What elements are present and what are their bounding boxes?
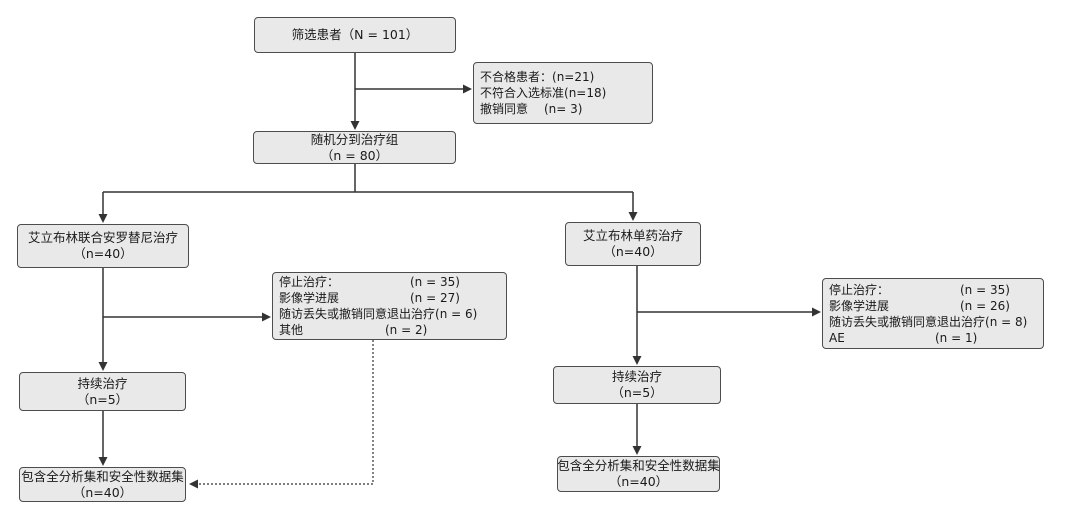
arrowhead-down-icon xyxy=(632,356,642,365)
discontinued-row-value: (n = 6) xyxy=(435,307,478,321)
box-arm-mono-n: （n=40） xyxy=(603,244,663,259)
box-analysis-combo-label: 包含全分析集和安全性数据集 xyxy=(21,468,184,484)
discontinued-row-label: 随访丢失或撤销同意退出治疗 xyxy=(279,307,436,321)
arrowhead-down-icon xyxy=(98,362,108,371)
excluded-row: 撤销同意 (n= 3) xyxy=(480,101,646,117)
discontinued-row: AE (n = 1) xyxy=(829,330,1037,346)
arrowhead-down-icon xyxy=(628,212,638,221)
box-analysis-set-monotherapy: 包含全分析集和安全性数据集 （n=40） xyxy=(557,456,720,492)
box-arm-monotherapy: 艾立布林单药治疗 （n=40） xyxy=(565,222,701,266)
box-discontinued-monotherapy: 停止治疗： (n = 35) 影像学进展 (n = 26) 随访丢失或撤销同意退… xyxy=(822,278,1044,349)
box-cont-combo-label: 持续治疗 xyxy=(77,375,128,391)
excluded-row-label: 不符合入选标准 xyxy=(480,86,565,100)
arrowhead-left-icon xyxy=(189,479,198,489)
excluded-row: 不合格患者： (n=21) xyxy=(480,69,646,85)
arrowhead-right-icon xyxy=(463,84,472,94)
box-analysis-mono-label: 包含全分析集和安全性数据集 xyxy=(557,458,720,473)
discontinued-row-label: 影像学进展 xyxy=(829,298,890,313)
excluded-row: 不符合入选标准 (n=18) xyxy=(480,85,646,101)
discontinued-row: 其他 (n = 2) xyxy=(279,322,500,338)
box-analysis-mono-n: （n=40） xyxy=(608,474,669,489)
discontinued-row-value: (n = 35) xyxy=(960,282,1010,297)
box-arm-mono-label: 艾立布林单药治疗 xyxy=(582,228,683,243)
split-randomized-to-arms xyxy=(102,164,634,214)
discontinued-row-value: (n = 26) xyxy=(960,298,1010,313)
discontinued-row-value: (n = 8) xyxy=(985,314,1028,329)
box-randomized-label: 随机分到治疗组 xyxy=(310,131,399,147)
discontinued-row-label: 其他 xyxy=(279,323,304,337)
box-randomized-n: （n = 80） xyxy=(320,147,389,163)
box-cont-combo-n: （n=5） xyxy=(76,391,129,407)
arrowhead-down-icon xyxy=(98,457,108,466)
arrowhead-down-icon xyxy=(98,214,108,223)
excluded-row-label: 不合格患者： xyxy=(480,70,553,84)
discontinued-row-value: (n = 2) xyxy=(385,323,428,337)
discontinued-row-value: (n = 1) xyxy=(935,330,978,345)
box-excluded-patients: 不合格患者： (n=21) 不符合入选标准 (n=18) 撤销同意 (n= 3) xyxy=(473,62,653,124)
box-discontinued-combination: 停止治疗： (n = 35) 影像学进展 (n = 27) 随访丢失或撤销同意退… xyxy=(272,272,507,340)
discontinued-row-value: (n = 35) xyxy=(410,275,460,289)
discontinued-row-label: AE xyxy=(829,330,845,345)
arrowhead-right-icon xyxy=(262,312,271,322)
box-screened-patients: 筛选患者（N = 101） xyxy=(254,17,456,53)
excluded-row-value: (n=18) xyxy=(564,86,607,100)
discontinued-row-label: 随访丢失或撤销同意退出治疗 xyxy=(829,314,986,329)
discontinued-row-label: 影像学进展 xyxy=(279,291,340,305)
box-arm-combo-label: 艾立布林联合安罗替尼治疗 xyxy=(27,230,178,245)
box-continuing-combination: 持续治疗 （n=5） xyxy=(19,372,186,411)
box-continuing-monotherapy: 持续治疗 （n=5） xyxy=(553,366,721,404)
arrowhead-down-icon xyxy=(350,121,360,130)
box-arm-combination-therapy: 艾立布林联合安罗替尼治疗 （n=40） xyxy=(17,224,189,268)
discontinued-row-value: (n = 27) xyxy=(410,291,460,305)
box-randomized: 随机分到治疗组 （n = 80） xyxy=(253,131,456,164)
discontinued-row: 影像学进展 (n = 27) xyxy=(279,290,500,306)
discontinued-row: 随访丢失或撤销同意退出治疗 (n = 8) xyxy=(829,314,1037,330)
excluded-row-label: 撤销同意 xyxy=(480,102,529,116)
box-analysis-combo-n: （n=40） xyxy=(72,484,133,500)
discontinued-row-label: 停止治疗： xyxy=(279,275,340,289)
dotted-arrow-discontinued-to-analysis xyxy=(198,340,374,485)
discontinued-row: 停止治疗： (n = 35) xyxy=(829,282,1037,298)
discontinued-row: 停止治疗： (n = 35) xyxy=(279,274,500,290)
excluded-row-value: (n=21) xyxy=(552,70,595,84)
discontinued-row-label: 停止治疗： xyxy=(829,282,890,297)
box-cont-mono-label: 持续治疗 xyxy=(611,369,662,384)
excluded-row-value: (n= 3) xyxy=(544,102,583,116)
discontinued-row: 随访丢失或撤销同意退出治疗 (n = 6) xyxy=(279,306,500,322)
discontinued-row: 影像学进展 (n = 26) xyxy=(829,298,1037,314)
arrowhead-down-icon xyxy=(632,446,642,455)
box-screened-label: 筛选患者（N = 101） xyxy=(291,27,419,42)
box-cont-mono-n: （n=5） xyxy=(611,385,663,400)
box-analysis-set-combination: 包含全分析集和安全性数据集 （n=40） xyxy=(19,467,186,502)
box-arm-combo-n: （n=40） xyxy=(73,246,133,261)
arrowhead-right-icon xyxy=(812,307,821,317)
